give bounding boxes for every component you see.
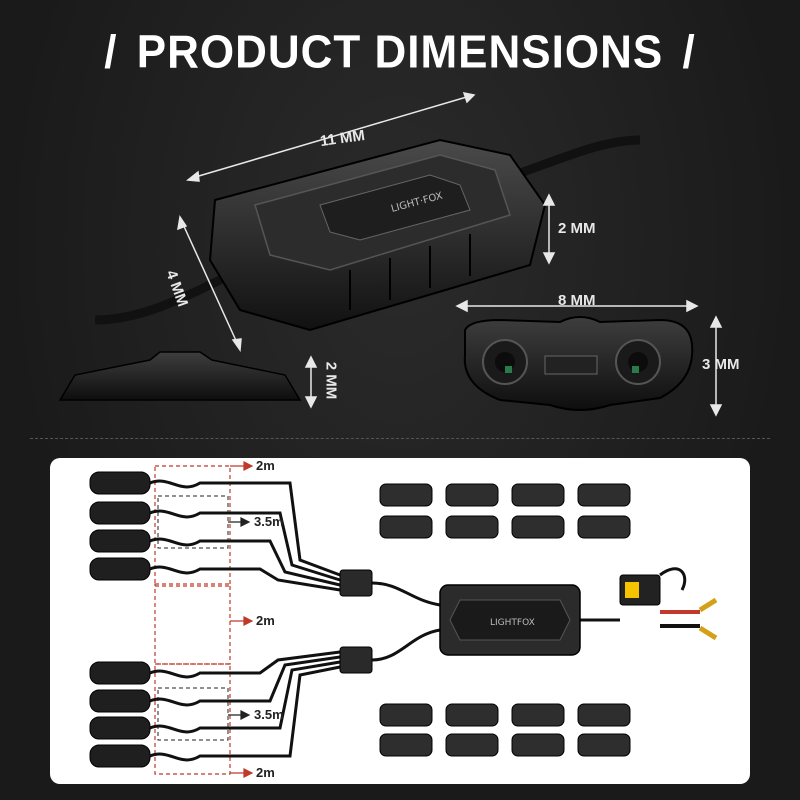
controller-box: LIGHT·FOX: [208, 138, 547, 332]
pod-side-profile: [58, 351, 302, 401]
page-title: / PRODUCT DIMENSIONS /: [0, 27, 800, 80]
pod-width-label: 8 MM: [558, 292, 596, 309]
controller-dimension-arrows: [177, 92, 556, 353]
power-leads: [660, 597, 718, 641]
black-arrows: [228, 517, 251, 720]
red-arrows: [230, 461, 254, 778]
wiring-controller: LIGHTFOX: [439, 584, 581, 656]
pod-front-arrows: [455, 299, 723, 417]
title-slash-left: /: [104, 26, 118, 79]
wire-length-bottom: 2m: [256, 765, 275, 780]
pod-height-label: 3 MM: [702, 356, 740, 373]
svg-text:LIGHTFOX: LIGHTFOX: [490, 618, 535, 628]
title-text: PRODUCT DIMENSIONS: [136, 26, 664, 79]
pod-side-arrows: [304, 355, 318, 409]
section-divider: [30, 438, 770, 439]
wire-length-upper-mid: 3.5m: [254, 514, 284, 529]
black-dashed-boxes: [157, 495, 229, 741]
red-dashed-boxes: [154, 465, 231, 775]
title-slash-right: /: [682, 26, 696, 79]
mounting-clips-top: [379, 483, 631, 539]
product-illustration: LIGHT·FOX: [58, 92, 723, 417]
mounting-clips-bottom: [379, 703, 631, 757]
dim-height-label: 2 MM: [558, 220, 596, 237]
wire-length-middle: 2m: [256, 613, 275, 628]
wire-length-top: 2m: [256, 458, 275, 473]
pod-front: [463, 316, 694, 411]
fuse-holder: [619, 567, 687, 606]
pods-left: [89, 471, 151, 768]
cable-left: [94, 265, 243, 325]
splitters: [339, 569, 373, 674]
wire-length-lower-mid: 3.5m: [254, 707, 284, 722]
wires: [149, 479, 620, 762]
